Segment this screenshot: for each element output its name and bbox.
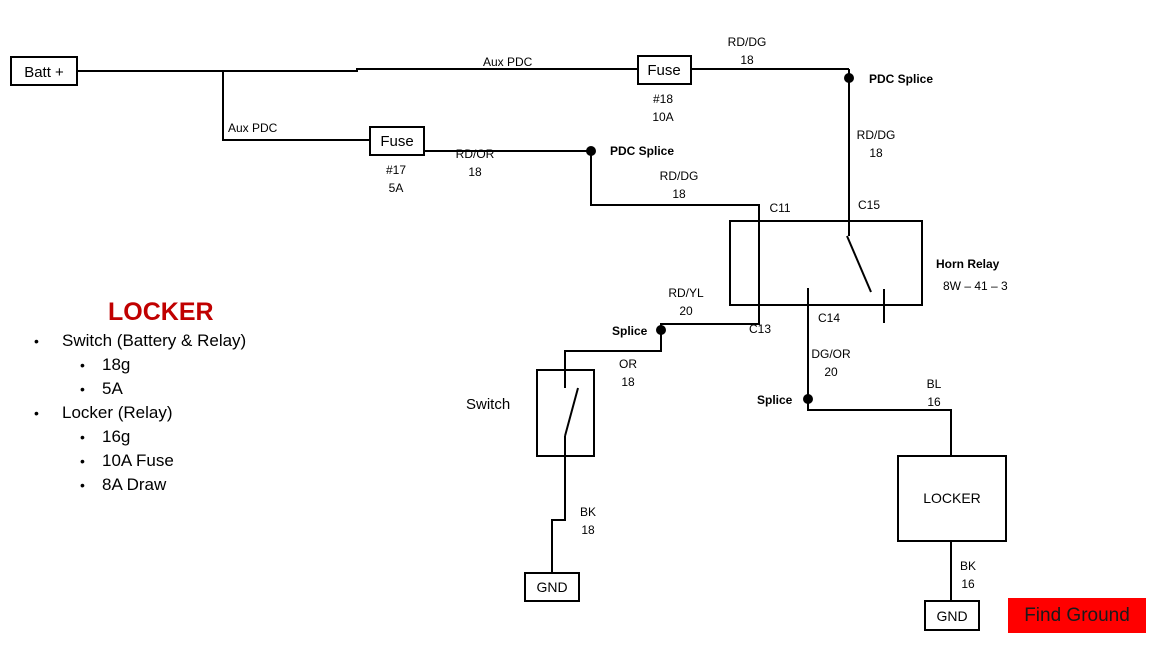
notes-list: Switch (Battery & Relay) 18g 5A Locker (… — [30, 329, 330, 497]
wire-batt-to-fuse17 — [222, 71, 370, 141]
fuse-17-box — [369, 126, 425, 156]
locker-notes: LOCKER Switch (Battery & Relay) 18g 5A L… — [30, 298, 330, 497]
rd-yl-gauge: 20 — [679, 304, 693, 318]
rd-yl-color: RD/YL — [668, 286, 704, 300]
bl-gauge: 16 — [927, 395, 941, 409]
dg-or-gauge: 20 — [824, 365, 838, 379]
gnd-box-1 — [524, 572, 580, 602]
fuse-18-number: #18 — [653, 92, 673, 106]
fuse-17-number: #17 — [386, 163, 406, 177]
relay-box — [729, 220, 923, 306]
right-wire-gauge: 18 — [869, 146, 883, 160]
locker-box — [897, 455, 1007, 542]
bl-color: BL — [927, 377, 942, 391]
pdc-splice-top-label: PDC Splice — [869, 72, 933, 86]
dg-or-color: DG/OR — [811, 347, 851, 361]
bk-1-gauge: 18 — [581, 523, 595, 537]
battery-box — [10, 56, 78, 86]
pdc-splice-mid-dot — [586, 146, 596, 156]
wire-c13-to-splice — [660, 322, 760, 330]
notes-item: 10A Fuse — [30, 449, 330, 473]
mid-wire-gauge: 18 — [672, 187, 686, 201]
notes-item: Switch (Battery & Relay) — [30, 329, 330, 353]
aux-pdc-top-label: Aux PDC — [483, 55, 533, 69]
mid-wire-color: RD/DG — [660, 169, 699, 183]
locker-box-label: LOCKER — [923, 490, 981, 506]
horn-relay — [729, 220, 923, 323]
find-ground-banner: Find Ground — [1008, 598, 1146, 633]
rd-or-gauge: 18 — [468, 165, 482, 179]
notes-item: 18g — [30, 353, 330, 377]
splice-left-label: Splice — [612, 324, 648, 338]
wire-fuse17-to-pdc-splice — [423, 140, 591, 152]
aux-pdc-mid-label: Aux PDC — [228, 121, 278, 135]
notes-item: 16g — [30, 425, 330, 449]
gnd-label-2: GND — [936, 608, 967, 624]
fuse-17-amp: 5A — [389, 181, 404, 195]
right-wire-color: RD/DG — [857, 128, 896, 142]
bk-2-gauge: 16 — [961, 577, 975, 591]
relay-ref: 8W – 41 – 3 — [943, 279, 1008, 293]
gnd-box-2 — [924, 600, 980, 631]
bk-2-color: BK — [960, 559, 976, 573]
notes-item: 5A — [30, 377, 330, 401]
fuse-17-label: Fuse — [380, 133, 413, 150]
switch-blade — [564, 387, 579, 437]
pdc-splice-mid-label: PDC Splice — [610, 144, 674, 158]
wire-batt-to-fuse18 — [77, 68, 638, 72]
relay-contact-blade — [846, 235, 872, 293]
fuse-18-amp: 10A — [652, 110, 673, 124]
pdc-splice-top-dot — [844, 73, 854, 83]
notes-item: 8A Draw — [30, 473, 330, 497]
fuse-18-box — [637, 55, 692, 85]
rd-or-color: RD/OR — [456, 147, 495, 161]
connector-c15: C15 — [858, 198, 880, 212]
gnd-label-1: GND — [536, 579, 567, 595]
connector-c13: C13 — [749, 322, 771, 336]
fuse-18-label: Fuse — [647, 62, 680, 79]
wire-splice-to-locker — [807, 399, 952, 456]
connector-c14: C14 — [818, 311, 840, 325]
or-gauge: 18 — [621, 375, 635, 389]
splice-right-label: Splice — [757, 393, 793, 407]
connector-c11: C11 — [769, 201, 790, 215]
wire-switch-gnd-lead — [551, 473, 566, 573]
battery-label: Batt + — [24, 64, 64, 81]
top-wire-color: RD/DG — [728, 35, 767, 49]
top-wire-gauge: 18 — [740, 53, 754, 67]
or-color: OR — [619, 357, 637, 371]
switch-label: Switch — [466, 396, 510, 413]
relay-name: Horn Relay — [936, 257, 1000, 271]
splice-right-dot — [803, 394, 813, 404]
notes-item: Locker (Relay) — [30, 401, 330, 425]
bk-1-color: BK — [580, 505, 596, 519]
switch-symbol — [536, 369, 595, 457]
notes-title: LOCKER — [108, 298, 214, 326]
splice-left-dot — [656, 325, 666, 335]
